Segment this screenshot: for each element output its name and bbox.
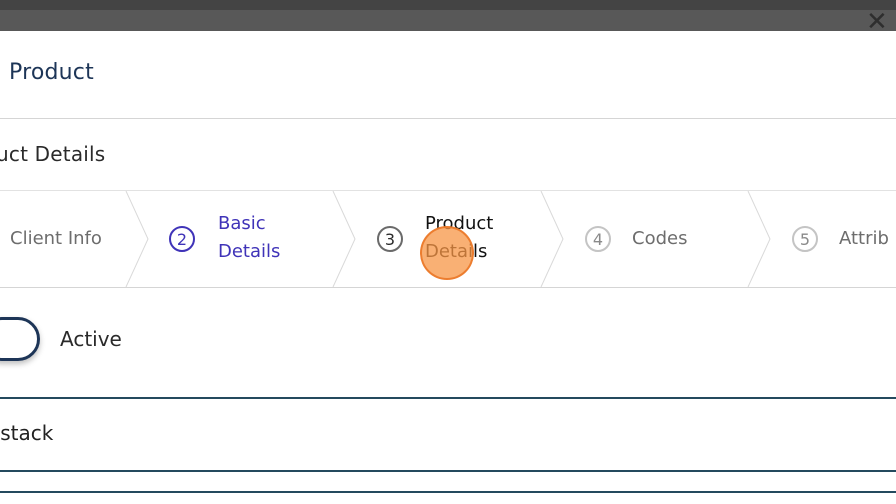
header-divider [0,118,896,119]
click-indicator [420,226,474,280]
field-border-bottom [0,470,896,472]
step-2-number: 2 [169,226,195,252]
stepper-divider [0,287,896,288]
step-4-number: 4 [585,226,611,252]
step-basic-details-line1[interactable]: Basic [218,213,266,234]
active-toggle[interactable] [0,317,40,361]
modal-title: Product [9,60,94,85]
step-3-number: 3 [377,226,403,252]
step-attributes[interactable]: Attrib [839,228,889,249]
stepper-chevron-dividers [125,191,771,287]
close-icon[interactable]: ✕ [866,13,886,31]
step-basic-details-line2[interactable]: Details [218,241,281,262]
overlay-stripe [0,0,896,10]
step-client-info[interactable]: Client Info [10,228,102,249]
field-border-top [0,397,896,399]
section-title: uct Details [0,142,106,166]
step-5-number: 5 [792,226,818,252]
step-codes[interactable]: Codes [632,228,688,249]
next-field-border[interactable] [0,491,896,493]
active-toggle-label: Active [60,327,122,351]
stack-field[interactable]: ostack [0,421,54,445]
background-overlay: ✕ [0,0,896,31]
section-divider [0,190,896,191]
